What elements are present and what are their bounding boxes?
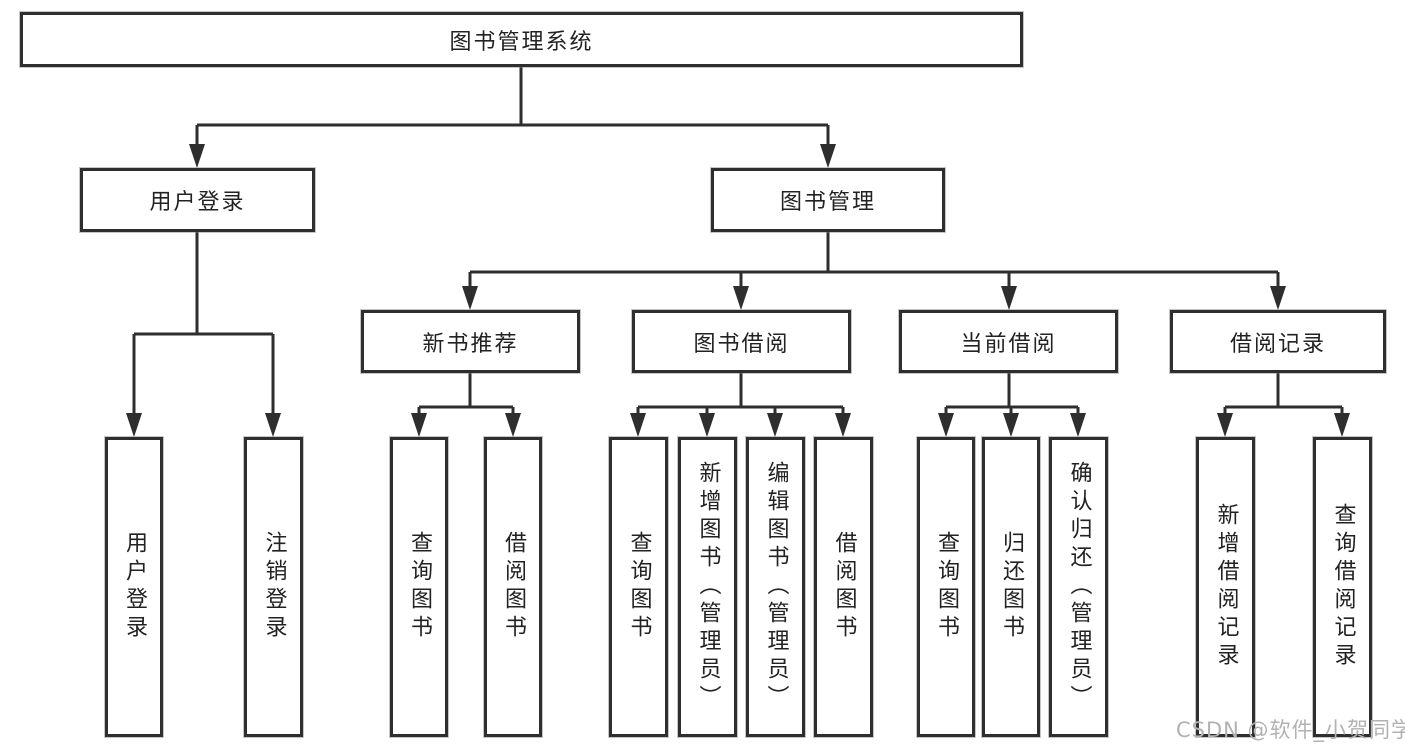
leaf-query-borrow-record: 查询借阅记录 [1313, 437, 1372, 737]
node-book-borrowing: 图书借阅 [632, 310, 851, 373]
leaf-recommend-borrow-books: 借阅图书 [484, 437, 542, 737]
node-book-management-module: 图书管理 [711, 168, 945, 232]
leaf-current-query-books: 查询图书 [917, 437, 975, 737]
leaf-edit-books-admin: 编辑图书（管理员） [746, 437, 805, 737]
leaf-confirm-return-admin: 确认归还（管理员） [1049, 437, 1108, 737]
node-current-borrowing: 当前借阅 [899, 310, 1118, 373]
leaf-logout: 注销登录 [244, 437, 303, 737]
arrowheads [126, 144, 1350, 437]
node-borrow-records: 借阅记录 [1170, 310, 1386, 373]
node-library-system: 图书管理系统 [20, 12, 1023, 67]
node-new-book-recommend: 新书推荐 [361, 310, 580, 373]
leaf-return-books: 归还图书 [982, 437, 1040, 737]
watermark: CSDN @软件_小贺同学 [1176, 718, 1405, 742]
leaf-user-login: 用户登录 [105, 437, 163, 737]
node-user-login-module: 用户登录 [80, 168, 315, 232]
leaf-borrow-books: 借阅图书 [814, 437, 873, 737]
leaf-add-books-admin: 新增图书（管理员） [678, 437, 737, 737]
leaf-recommend-query-books: 查询图书 [390, 437, 448, 737]
leaf-borrowing-query-books: 查询图书 [609, 437, 668, 737]
leaf-add-borrow-record: 新增借阅记录 [1196, 437, 1255, 737]
